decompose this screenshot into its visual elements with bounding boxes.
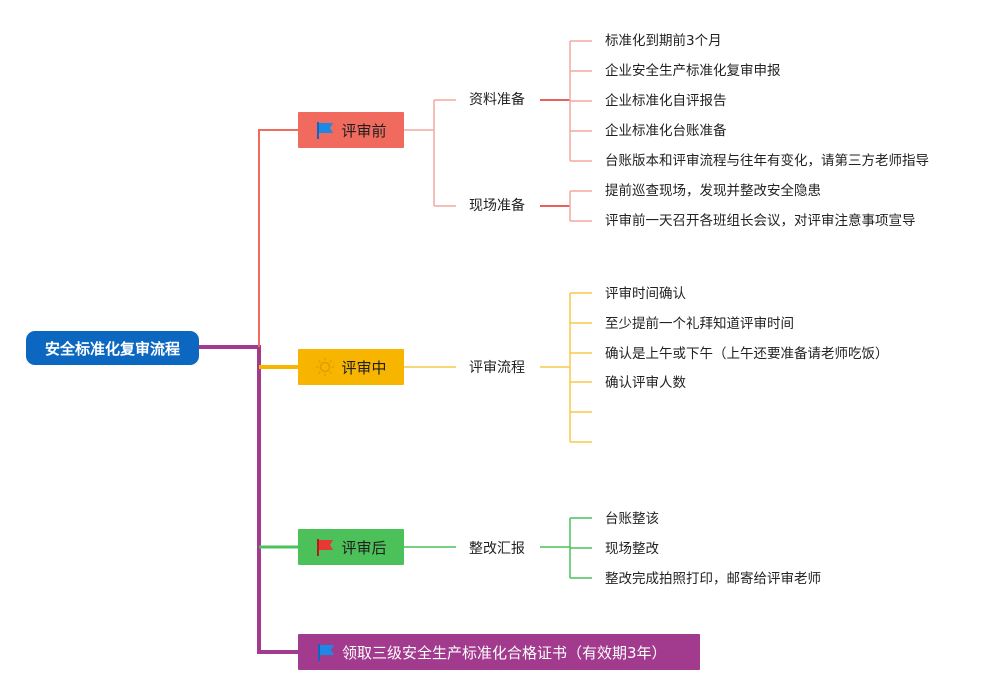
list-item[interactable]: 台账版本和评审流程与往年有变化，请第三方老师指导	[605, 153, 929, 169]
list-item[interactable]: 评审前一天召开各班组长会议，对评审注意事项宣导	[605, 213, 916, 229]
before-to-groups	[404, 99, 456, 207]
branch-final[interactable]: 领取三级安全生产标准化合格证书（有效期3年）	[298, 634, 700, 670]
after-leaves	[569, 517, 592, 579]
list-item[interactable]: 确认评审人数	[605, 375, 686, 391]
list-item[interactable]: 台账整该	[605, 511, 659, 527]
branch-final-label: 领取三级安全生产标准化合格证书（有效期3年）	[342, 643, 667, 662]
branch-after[interactable]: 评审后	[298, 529, 404, 565]
list-item[interactable]: 整改完成拍照打印，邮寄给评审老师	[605, 571, 821, 587]
list-item[interactable]: 确认是上午或下午（上午还要准备请老师吃饭）	[605, 346, 889, 362]
blue-flag-icon	[318, 644, 334, 661]
root-node[interactable]: 安全标准化复审流程	[26, 331, 199, 365]
list-item[interactable]: 至少提前一个礼拜知道评审时间	[605, 316, 794, 332]
group-rectify-report[interactable]: 整改汇报	[469, 541, 525, 557]
list-item[interactable]: 标准化到期前3个月	[605, 33, 722, 49]
list-item[interactable]: 评审时间确认	[605, 286, 686, 302]
branch-during[interactable]: 评审中	[298, 349, 404, 385]
trunk-to-before	[258, 129, 298, 347]
list-item[interactable]: 现场整改	[605, 541, 659, 557]
before-group1-leaves	[569, 40, 592, 162]
blue-flag-icon	[317, 122, 334, 139]
branch-after-label: 评审后	[341, 538, 387, 557]
list-item[interactable]: 提前巡查现场，发现并整改安全隐患	[605, 183, 821, 199]
list-item[interactable]: 企业标准化台账准备	[605, 123, 727, 139]
branch-during-label: 评审中	[341, 358, 387, 377]
group-site[interactable]: 现场准备	[469, 198, 525, 214]
branch-before[interactable]: 评审前	[298, 112, 404, 148]
group-review-process[interactable]: 评审流程	[469, 360, 525, 376]
during-leaves	[569, 292, 592, 443]
sun-icon	[316, 358, 335, 376]
red-flag-icon	[317, 539, 334, 556]
before-group2-leaves	[569, 190, 592, 222]
trunk-to-final	[199, 345, 298, 654]
list-item[interactable]: 企业安全生产标准化复审申报	[605, 63, 781, 79]
list-item[interactable]: 企业标准化自评报告	[605, 93, 727, 109]
root-label: 安全标准化复审流程	[44, 339, 180, 358]
branch-before-label: 评审前	[341, 121, 387, 140]
group-materials[interactable]: 资料准备	[469, 92, 525, 108]
